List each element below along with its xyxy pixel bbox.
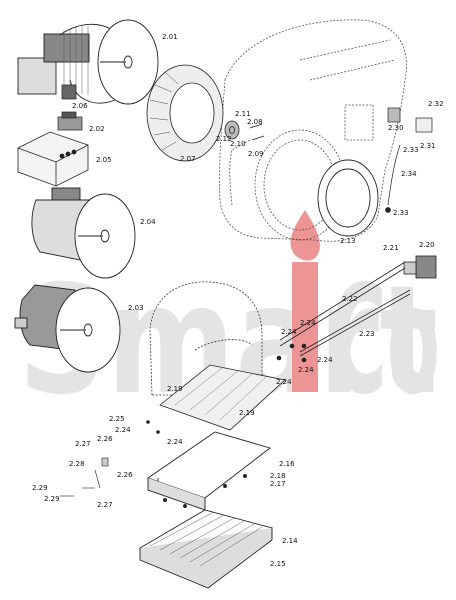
- label-2-23: 2.23: [359, 330, 375, 338]
- blast-tube-flange: [317, 159, 379, 237]
- label-2-27-b: 2.27: [97, 501, 113, 509]
- fan-motor-middle: [31, 187, 136, 279]
- label-2-09: 2.09: [248, 150, 264, 158]
- watermark-drop-icon: [290, 210, 320, 261]
- label-2-16: 2.16: [279, 460, 295, 468]
- label-2-19-housing: 2.19: [167, 385, 183, 393]
- label-2-31: 2.31: [420, 142, 436, 150]
- label-2-29-b: 2.29: [44, 495, 60, 503]
- label-2-18: 2.18: [270, 472, 286, 480]
- label-2-24-e: 2.24: [276, 378, 292, 386]
- label-2-03: 2.03: [128, 304, 144, 312]
- label-2-32: 2.32: [428, 100, 444, 108]
- label-2-11: 2.11: [235, 110, 251, 118]
- label-2-26-b: 2.26: [117, 471, 133, 479]
- label-2-30: 2.30: [388, 124, 404, 132]
- label-2-10: 2.10: [230, 140, 246, 148]
- label-2-26-a: 2.26: [97, 435, 113, 443]
- intake-tray: [147, 431, 271, 511]
- fan-motor-top: [17, 19, 159, 105]
- servo-and-rods: [279, 255, 437, 357]
- label-2-17: 2.17: [270, 480, 286, 488]
- label-2-02: 2.02: [89, 125, 105, 133]
- relay-2-02: [57, 111, 83, 131]
- label-2-01: 2.01: [162, 33, 178, 41]
- watermark-accent-bar: [292, 262, 318, 392]
- svg-text:Co: Co: [330, 254, 440, 428]
- fasteners: [60, 343, 307, 497]
- control-box: [17, 131, 89, 187]
- label-2-04: 2.04: [140, 218, 156, 226]
- base-plate: [159, 364, 286, 431]
- label-2-15: 2.15: [270, 560, 286, 568]
- label-2-33-top: 2.33: [403, 146, 419, 154]
- fan-impeller: [146, 64, 224, 162]
- capacitor-2-06: [61, 84, 77, 100]
- burner-housing: [219, 19, 407, 242]
- air-inlet-housing: [149, 281, 263, 396]
- label-2-21: 2.21: [383, 244, 399, 252]
- label-2-24-b: 2.24: [281, 328, 297, 336]
- label-2-34: 2.34: [401, 170, 417, 178]
- pressure-switch-parts: [385, 107, 433, 213]
- label-2-25: 2.25: [109, 415, 125, 423]
- label-2-29-a: 2.29: [32, 484, 48, 492]
- hub-assembly: [224, 120, 265, 141]
- intake-grille: [138, 509, 274, 589]
- label-2-27-a: 2.27: [75, 440, 91, 448]
- label-2-19-plate: 2.19: [239, 409, 255, 417]
- label-2-05: 2.05: [96, 156, 112, 164]
- label-2-22: 2.22: [342, 295, 358, 303]
- label-2-07: 2.07: [180, 155, 196, 163]
- label-2-24-d: 2.24: [298, 366, 314, 374]
- label-2-24-f: 2.24: [115, 426, 131, 434]
- label-2-13: 2.13: [340, 237, 356, 245]
- label-2-12: 2.12: [216, 135, 232, 143]
- label-2-33-bottom: 2.33: [393, 209, 409, 217]
- label-2-28: 2.28: [69, 460, 85, 468]
- label-2-14: 2.14: [282, 537, 298, 545]
- label-2-06: 2.06: [72, 102, 88, 110]
- label-2-20: 2.20: [419, 241, 435, 249]
- label-2-24-a: 2.24: [300, 319, 316, 327]
- label-2-24-c: 2.24: [317, 356, 333, 364]
- part-labels: 2.01 2.02 2.03 2.04 2.05 2.06 2.07 2.08 …: [32, 33, 444, 568]
- label-2-24-g: 2.24: [167, 438, 183, 446]
- label-2-08: 2.08: [247, 118, 263, 126]
- fan-motor-lower: [14, 284, 121, 373]
